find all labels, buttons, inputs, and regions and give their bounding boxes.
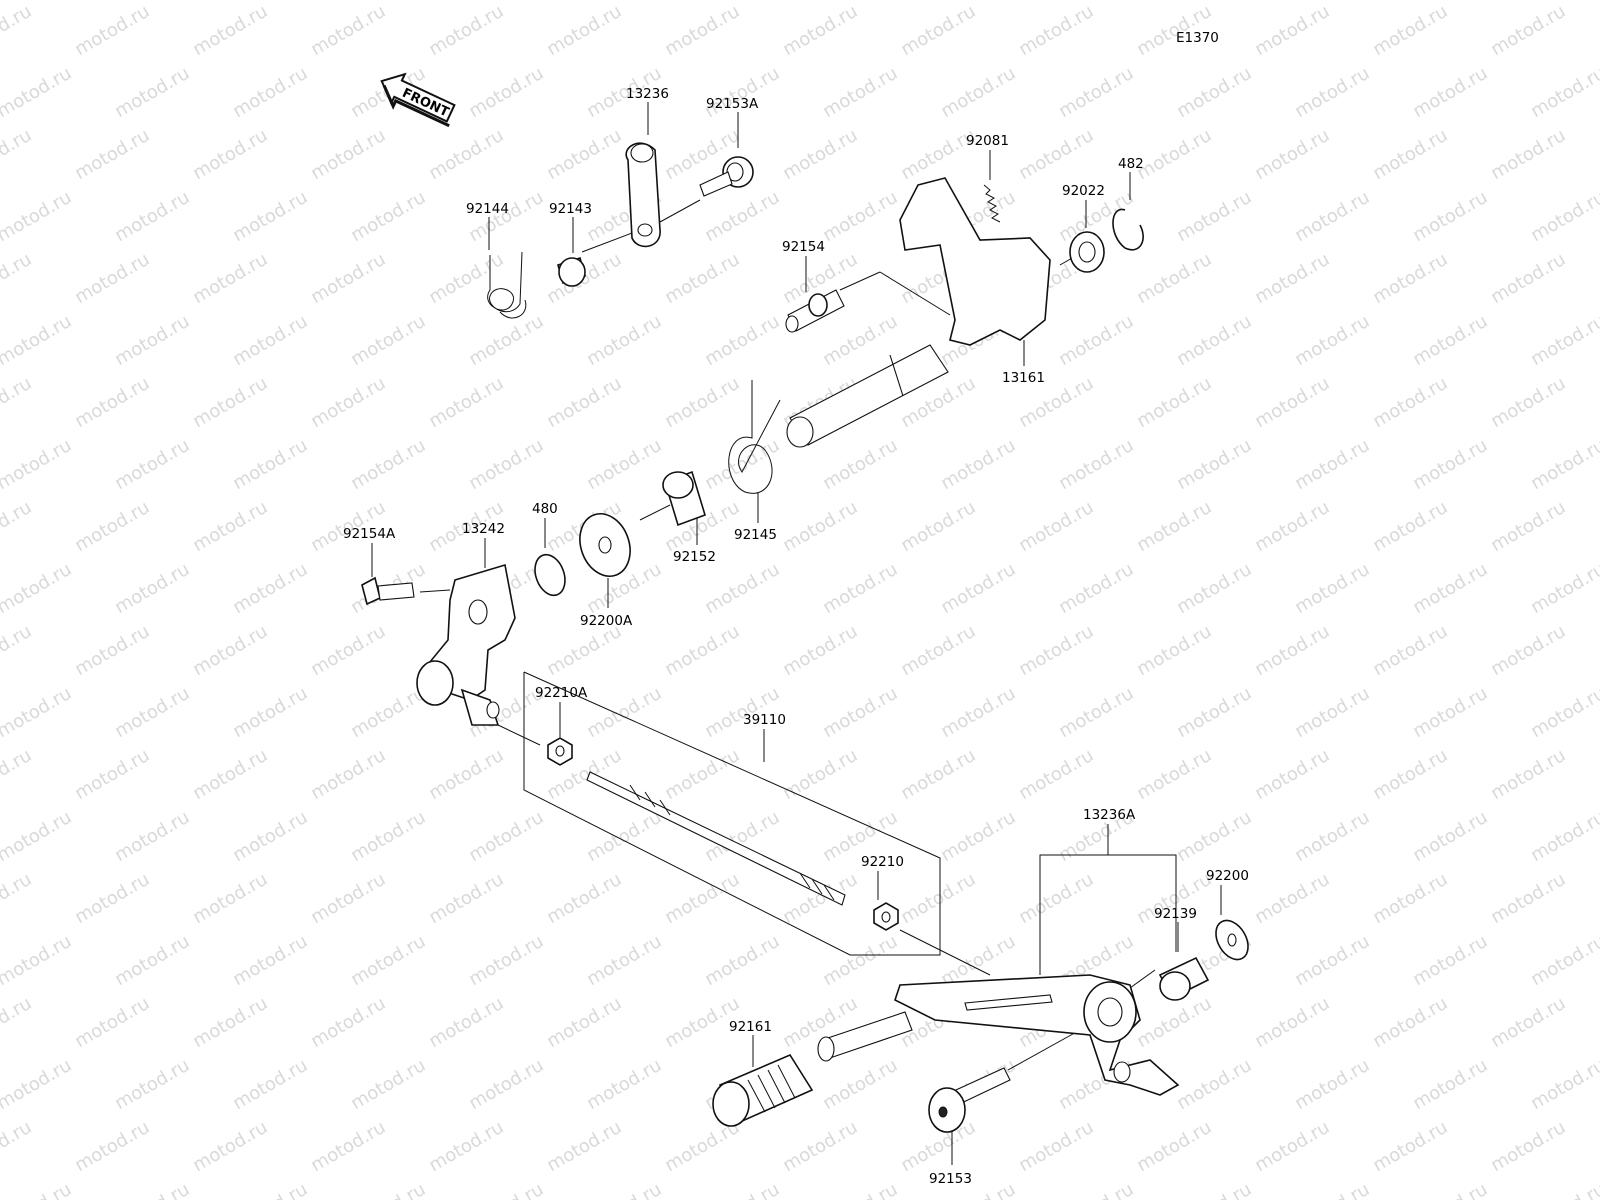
part-39110-tie-rod: [586, 771, 846, 906]
part-label-92081: 92081: [966, 133, 1009, 149]
part-92210A-nut: [547, 737, 573, 766]
part-label-92153: 92153: [929, 1171, 972, 1187]
part-label-39110: 39110: [743, 712, 786, 728]
part-label-92200A: 92200A: [580, 613, 633, 629]
part-92022-washer: [1069, 231, 1105, 273]
part-92154-stud: [785, 289, 845, 333]
part-label-92139: 92139: [1154, 906, 1197, 922]
diagram-code: E1370: [1176, 30, 1219, 46]
part-label-13236: 13236: [626, 86, 669, 102]
part-label-92152: 92152: [673, 549, 716, 565]
part-92200-washer: [1215, 919, 1249, 961]
part-label-92022: 92022: [1062, 183, 1105, 199]
front-arrow-icon: FRONT: [380, 72, 456, 128]
part-label-92144: 92144: [466, 201, 509, 217]
part-label-13236A: 13236A: [1083, 807, 1136, 823]
part-480-circlip: [534, 553, 566, 597]
part-13161-shift-shaft: [786, 177, 1051, 448]
part-13236A-shift-pedal: [817, 974, 1180, 1096]
part-label-482: 482: [1118, 156, 1144, 172]
part-label-92154: 92154: [782, 239, 825, 255]
part-label-92153A: 92153A: [706, 96, 759, 112]
part-label-92154A: 92154A: [343, 526, 396, 542]
part-482-circlip: [1112, 208, 1144, 251]
part-labels: 13236 92153A 92144 92143 92081 482 92022…: [343, 86, 1249, 1187]
part-label-92210: 92210: [861, 854, 904, 870]
part-label-92200: 92200: [1206, 868, 1249, 884]
part-label-13161: 13161: [1002, 370, 1045, 386]
part-92161-pedal-rubber: [712, 1053, 814, 1127]
part-92154A-bolt: [361, 576, 415, 606]
part-92153-bolt: [928, 1067, 1011, 1133]
leader-lines: [371, 102, 1222, 1165]
part-13236-link: [625, 142, 661, 248]
part-label-92161: 92161: [729, 1019, 772, 1035]
part-92145-spring: [728, 380, 781, 494]
part-92143-collar: [557, 256, 586, 287]
part-92152-collar: [662, 470, 706, 527]
part-label-13242: 13242: [462, 521, 505, 537]
part-label-92145: 92145: [734, 527, 777, 543]
part-92139-collar: [1158, 956, 1210, 1001]
part-92210-nut: [873, 902, 899, 931]
part-92144-spring: [487, 251, 527, 319]
part-label-480: 480: [532, 501, 558, 517]
part-13242-lever: [416, 563, 516, 726]
part-92153A-bolt: [699, 156, 754, 197]
part-label-92210A: 92210A: [535, 685, 588, 701]
part-92200A-washer: [579, 513, 631, 577]
part-92081-spring: [983, 184, 1001, 223]
part-label-92143: 92143: [549, 201, 592, 217]
